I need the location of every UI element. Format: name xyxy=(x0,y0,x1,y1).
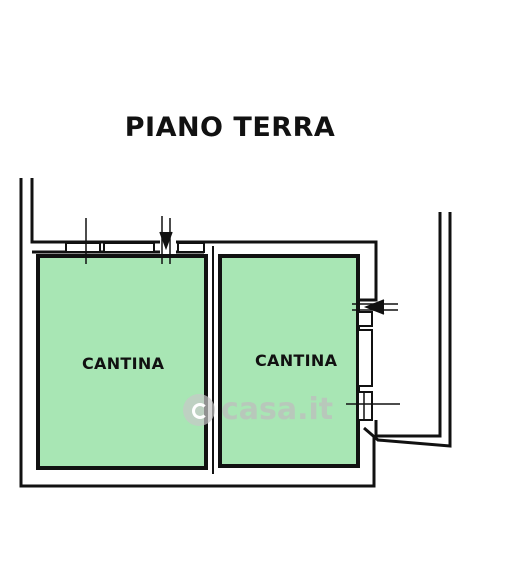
window-1 xyxy=(65,242,101,253)
window-right-2 xyxy=(357,329,373,387)
room-2 xyxy=(218,254,360,468)
window-2 xyxy=(103,242,155,253)
outer-wall-left xyxy=(19,178,376,488)
top-markers xyxy=(85,216,173,264)
window-3 xyxy=(177,242,205,253)
inner-left-line xyxy=(30,178,66,244)
watermark: casa.it xyxy=(183,392,333,427)
right-wall-upper xyxy=(358,268,378,302)
top-wall-c xyxy=(176,240,378,268)
casa-logo-icon xyxy=(183,393,215,426)
window-right-3 xyxy=(357,391,373,421)
room-1 xyxy=(36,254,208,470)
right-wall-lower xyxy=(374,212,442,438)
outer-walls xyxy=(19,178,452,488)
arrow-down-icon xyxy=(159,231,173,251)
floor-title: PIANO TERRA xyxy=(124,112,336,143)
room-2-label: CANTINA xyxy=(255,351,338,370)
right-wall-outer xyxy=(363,212,452,448)
right-openings xyxy=(357,311,373,421)
top-openings xyxy=(65,242,205,253)
window-right-1 xyxy=(357,311,373,327)
watermark-text: casa.it xyxy=(221,392,334,427)
room-1-label: CANTINA xyxy=(82,354,165,373)
right-markers xyxy=(346,299,400,420)
arrow-left-icon xyxy=(363,299,385,315)
